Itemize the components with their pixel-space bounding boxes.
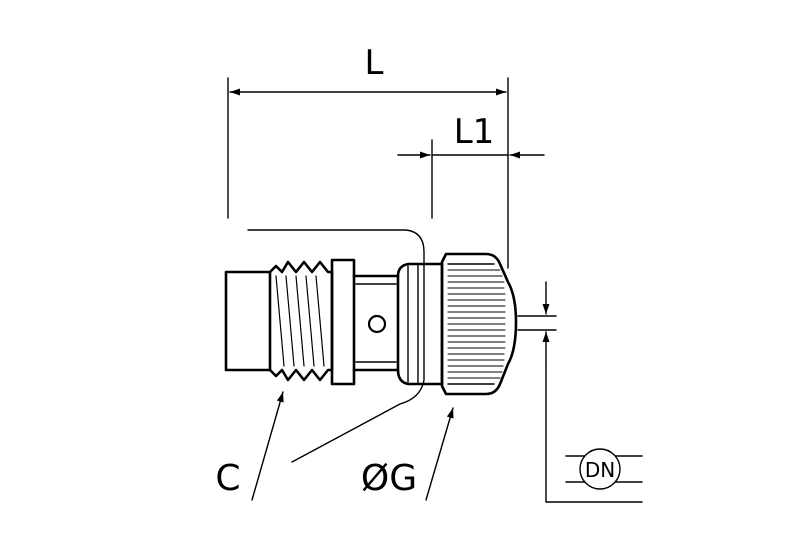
label-dn: DN	[585, 458, 615, 482]
label-l1: L1	[454, 112, 495, 152]
dimension-l: L	[227, 43, 509, 269]
dimension-dn: DN	[517, 281, 643, 503]
fitting-body	[224, 229, 518, 463]
thread-hatching	[275, 275, 325, 367]
banjo-neck	[352, 274, 400, 372]
knurl-lines	[447, 269, 506, 379]
radial-hole	[367, 314, 387, 334]
label-c: C	[215, 458, 240, 499]
parent-body-outline	[247, 229, 425, 463]
collar	[330, 258, 356, 386]
thread-section	[268, 260, 334, 382]
shoulder-ring	[396, 262, 444, 386]
label-l: L	[365, 43, 384, 83]
dimension-l1: L1	[397, 112, 545, 219]
leader-og: ØG	[361, 407, 454, 501]
leader-line-og	[425, 407, 454, 501]
label-og: ØG	[361, 458, 417, 499]
leader-c: C	[215, 391, 284, 501]
dn-symbol-circle	[579, 448, 621, 490]
spigot	[224, 270, 272, 372]
leader-line-c	[251, 391, 284, 501]
knurled-head	[440, 252, 518, 396]
